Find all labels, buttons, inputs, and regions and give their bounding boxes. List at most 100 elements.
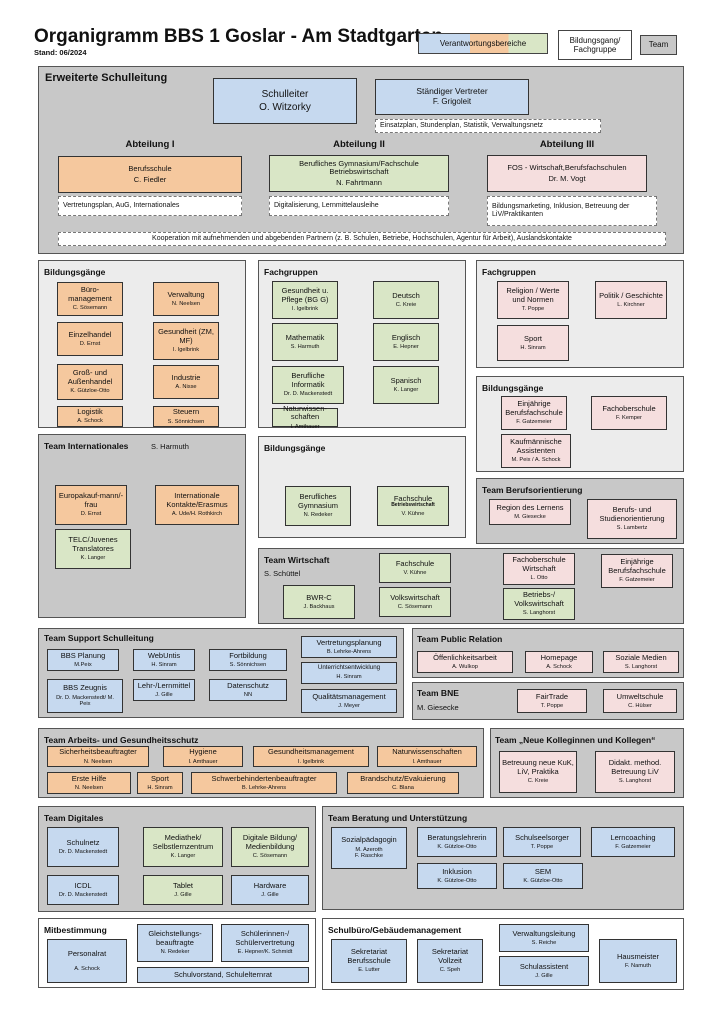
abt2-box[interactable]: Berufliches Gymnasium/Fachschule Betrieb… xyxy=(269,155,449,192)
mitbest-item[interactable]: Schulvorstand, Schulelternrat xyxy=(137,967,309,983)
panel-bildungsgaenge-3: Bildungsgänge Einjährige Berufsfachschul… xyxy=(476,376,684,472)
team-ag-title: Team Arbeits- und Gesundheitsschutz xyxy=(44,735,199,745)
abt3-label: Abteilung III xyxy=(539,139,595,150)
item-person: S. Langhorst xyxy=(522,610,556,617)
abt1-note: Vertretungsplan, AuG, Internationales xyxy=(58,196,242,216)
vertreter-box[interactable]: Ständiger Vertreter F. Grigoleit xyxy=(375,79,529,115)
item-name: Naturwissenschaften xyxy=(392,747,462,757)
item-person: C. Sösemann xyxy=(72,305,108,312)
item-name: Gesundheitsmanagement xyxy=(268,747,354,757)
item-name: Einjährige Berufsfachschule xyxy=(608,557,666,575)
abt1-label: Abteilung I xyxy=(125,139,175,150)
abt3-box[interactable]: FOS - Wirtschaft,Berufsfachschulen Dr. M… xyxy=(487,155,647,192)
legend-verantwortung: Verantwortungsbereiche xyxy=(418,33,548,54)
schulleiter-box[interactable]: Schulleiter O. Witzorky xyxy=(213,78,357,124)
bg1-item[interactable]: Gesundheit (ZM, MF)I. Igelbrink xyxy=(153,322,219,360)
abt1-box[interactable]: Berufsschule C. Fiedler xyxy=(58,156,242,193)
abt1-role: Berufsschule xyxy=(128,164,172,174)
item-person: F. Gatzemeier xyxy=(615,844,651,850)
fg2-item[interactable]: Gesundheit u. Pflege (BG G)I. Igelbrink xyxy=(272,281,338,319)
legend-bildungsgang: Bildungsgang/ Fachgruppe xyxy=(558,30,632,60)
item-person: F. Gatzemeier xyxy=(516,419,552,426)
item-name: Region des Lernens xyxy=(496,502,564,512)
